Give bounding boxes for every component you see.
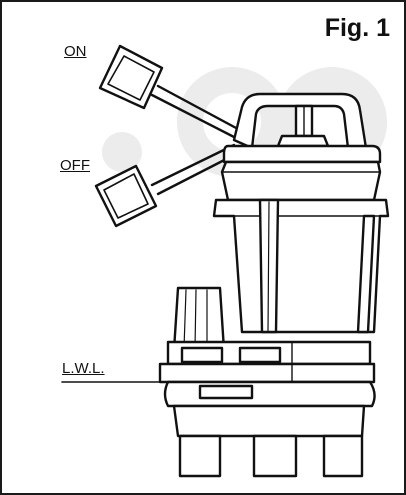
- watermark-dot: [102, 132, 142, 172]
- label-lwl: L.W.L.: [62, 360, 105, 377]
- submersible-pump-icon: [158, 92, 390, 478]
- figure-title: Fig. 1: [324, 14, 390, 42]
- float-switch-off-icon: [94, 164, 158, 228]
- float-switch-on-icon: [98, 44, 164, 110]
- label-on: ON: [64, 43, 87, 60]
- float-cord-on: [150, 84, 240, 139]
- label-off: OFF: [60, 157, 90, 174]
